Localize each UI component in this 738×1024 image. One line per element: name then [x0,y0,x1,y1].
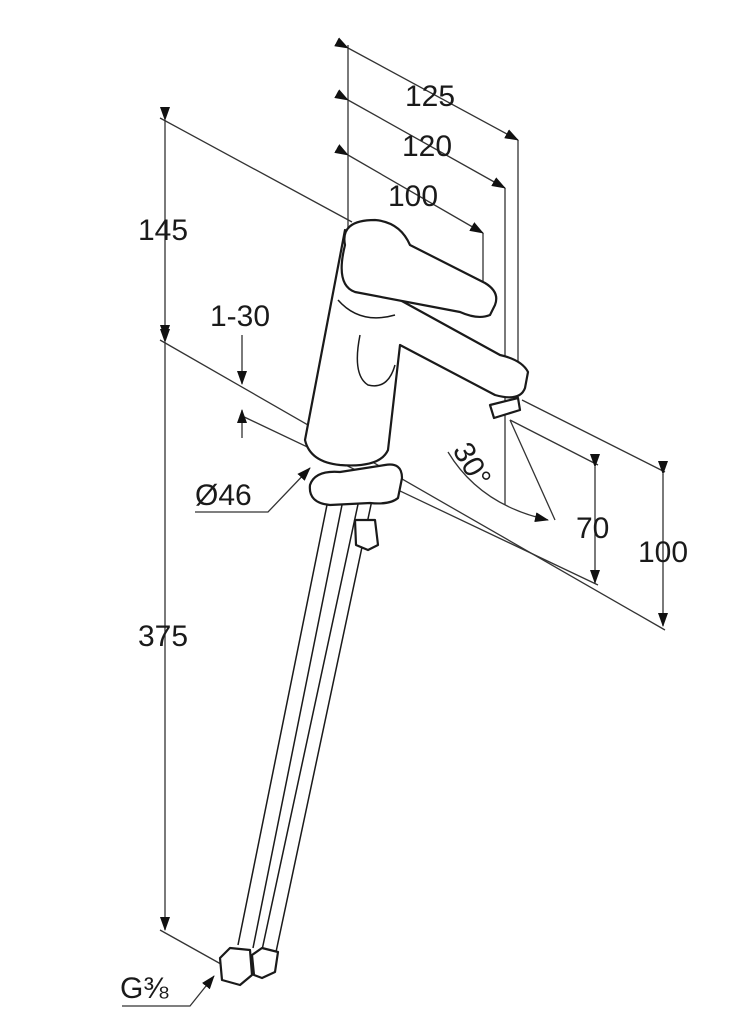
dimension-145: 145 [138,214,188,247]
dimension-125: 125 [405,80,455,113]
dimension-diameter: Ø46 [195,479,252,512]
extension-lines [159,45,666,969]
lever-handle [340,218,498,319]
dimension-70: 70 [576,512,609,545]
mounting-nut [353,518,380,552]
dimension-deck-thickness: 1-30 [210,300,270,333]
hose-right [261,494,373,953]
dimension-375: 375 [138,620,188,653]
dimension-120: 120 [402,130,452,163]
faucet-body [218,218,530,987]
dimension-connection: G⅜ [120,972,169,1005]
dimension-100-top: 100 [388,180,438,213]
dimension-lines [122,37,668,1007]
dimension-100-right: 100 [638,536,688,569]
mounting-plate [308,463,404,507]
dimension-angle: 30° [446,437,497,493]
hose-left [237,489,346,949]
spout-tip [488,396,522,420]
hose-nut-right [250,946,280,980]
hose-nut-left [218,946,254,987]
